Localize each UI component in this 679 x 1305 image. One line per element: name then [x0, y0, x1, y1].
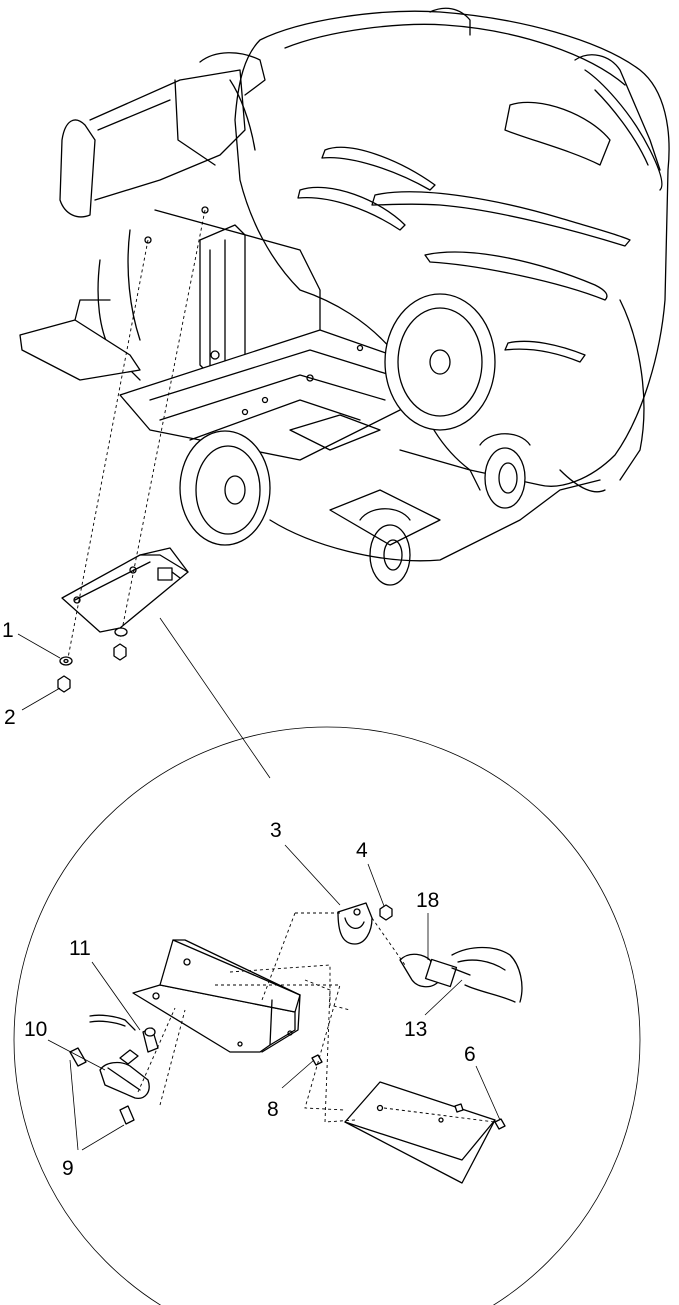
detail-view — [13, 726, 641, 1305]
callout-4: 4 — [356, 839, 368, 862]
callout-leaders — [17, 633, 501, 1151]
fitting-part-9a — [69, 1047, 87, 1067]
callout-8: 8 — [267, 1098, 279, 1121]
main-wheel-right — [384, 293, 496, 431]
main-wheel-left — [179, 430, 271, 546]
screw-part-8 — [311, 1054, 323, 1066]
valve-part-10 — [99, 1049, 150, 1099]
mounting-bracket — [132, 939, 301, 1053]
detail-circle — [13, 726, 641, 1305]
callout-11: 11 — [69, 937, 91, 960]
fitting-part-11 — [142, 1027, 159, 1053]
callout-13: 13 — [404, 1018, 427, 1041]
callout-1: 1 — [2, 619, 14, 642]
clamp-part-3 — [337, 902, 373, 945]
washer-part-1 — [59, 656, 73, 666]
callout-9: 9 — [62, 1157, 74, 1180]
bolt-part-2 — [57, 675, 71, 693]
machine-body — [19, 7, 670, 586]
nut-part-4 — [379, 904, 393, 921]
detail-leader-line — [159, 617, 271, 779]
caster-center — [359, 508, 411, 586]
lower-bracket — [344, 1081, 496, 1184]
callout-18: 18 — [416, 889, 439, 912]
callout-10: 10 — [24, 1018, 47, 1041]
callout-2: 2 — [4, 706, 16, 729]
screw-part-6 — [494, 1118, 506, 1130]
fitting-part-9b — [119, 1105, 135, 1125]
caster-right — [479, 433, 531, 509]
solenoid-valve-part-18 — [399, 946, 523, 1003]
callout-3: 3 — [270, 819, 282, 842]
bracket-assembly — [57, 209, 206, 693]
callout-6: 6 — [464, 1043, 476, 1066]
callout-labels: 1 2 3 4 18 11 10 13 6 8 9 — [2, 619, 476, 1180]
hose-segment — [89, 1014, 136, 1031]
